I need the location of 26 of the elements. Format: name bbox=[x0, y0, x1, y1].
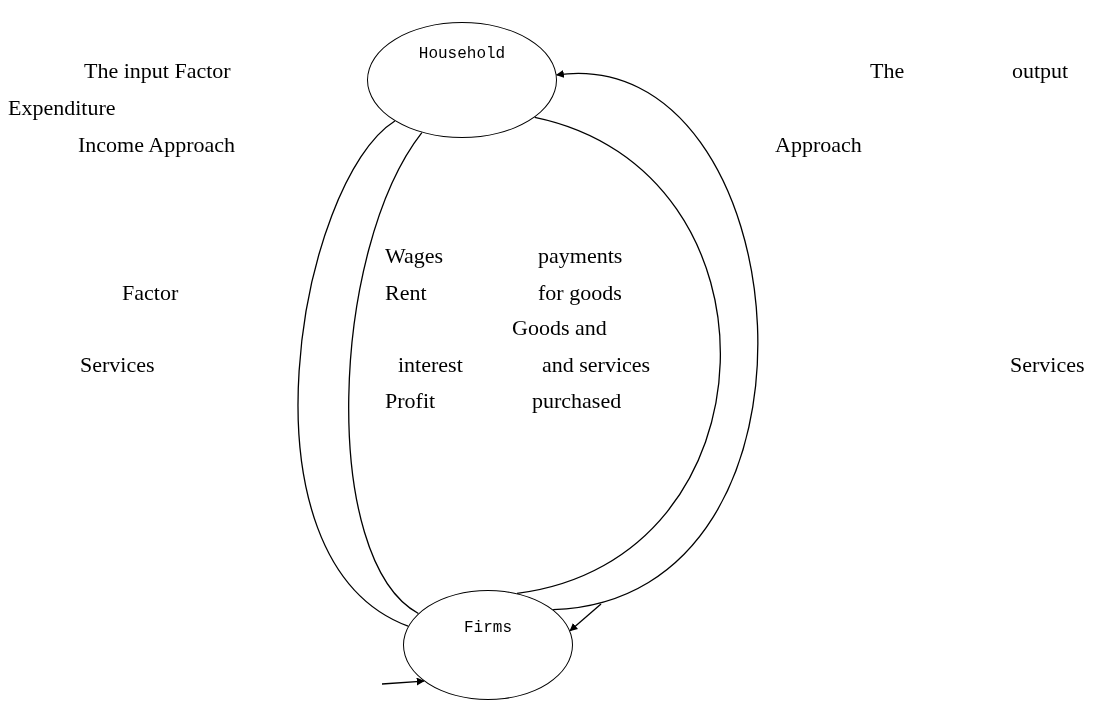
text-label: The bbox=[870, 58, 905, 84]
flow-curve bbox=[516, 116, 721, 594]
text-label: Rent bbox=[385, 280, 427, 306]
arrow bbox=[381, 677, 425, 686]
arrow bbox=[569, 603, 602, 632]
text-label: Wages bbox=[385, 243, 444, 269]
text-label: payments bbox=[538, 243, 623, 269]
text-label: for goods bbox=[538, 280, 622, 306]
text-label: interest bbox=[398, 352, 463, 378]
text-label: Approach bbox=[775, 132, 862, 158]
text-label: purchased bbox=[532, 388, 622, 414]
flow-curve bbox=[297, 120, 409, 627]
arrow bbox=[552, 71, 759, 611]
text-label: output bbox=[1012, 58, 1069, 84]
text-label: and services bbox=[542, 352, 651, 378]
node-label: Household bbox=[418, 45, 506, 63]
text-label: Goods and bbox=[512, 315, 607, 341]
flow-curve bbox=[348, 131, 423, 615]
node-label: Firms bbox=[464, 619, 512, 637]
text-label: The input Factor bbox=[84, 58, 231, 84]
text-label: Income Approach bbox=[78, 132, 235, 158]
text-label: Factor bbox=[122, 280, 179, 306]
text-label: Services bbox=[1010, 352, 1085, 378]
text-label: Profit bbox=[385, 388, 436, 414]
text-label: Expenditure bbox=[8, 95, 116, 121]
text-label: Services bbox=[80, 352, 155, 378]
